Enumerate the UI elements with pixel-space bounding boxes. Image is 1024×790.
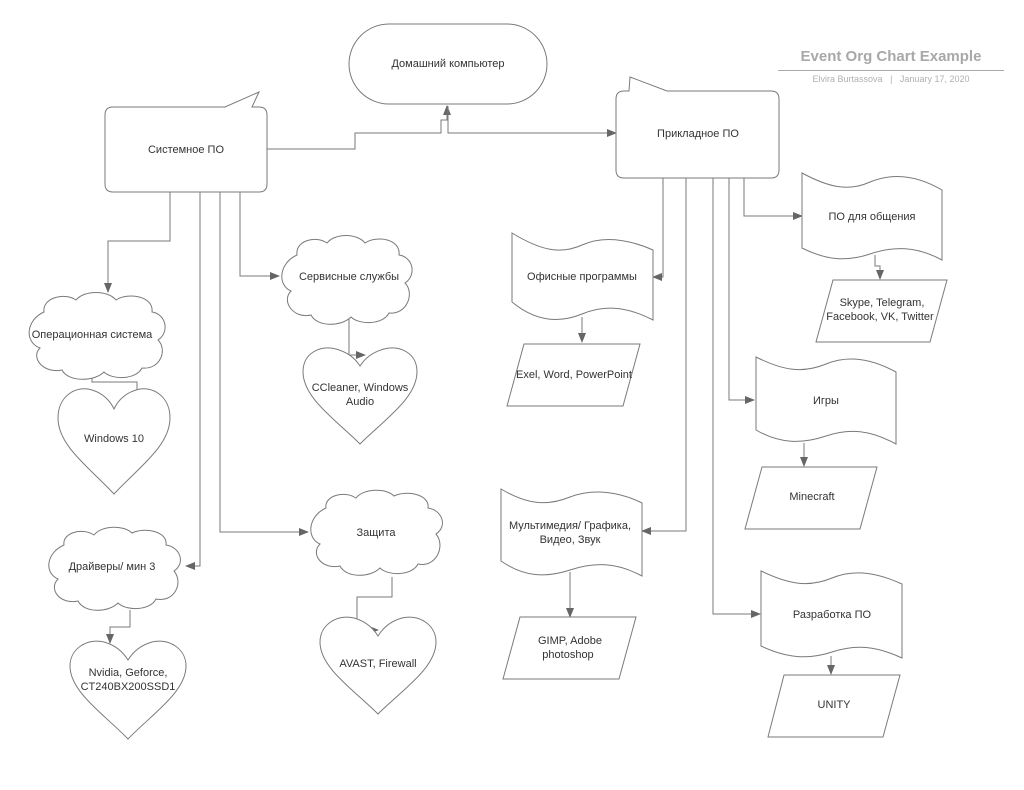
edge-system-to-drivers	[185, 192, 201, 570]
tape-shape	[801, 172, 943, 261]
terminator-shape	[348, 23, 548, 105]
edge-applied-to-comm	[743, 178, 803, 220]
callout-shape	[615, 76, 780, 179]
node-service-item[interactable]: CCleaner, Windows Audio	[302, 347, 418, 445]
node-label: Домашний компьютер	[391, 58, 504, 70]
heart-shape	[69, 640, 187, 740]
node-label: UNITY	[818, 699, 852, 711]
node-label: Minecraft	[789, 491, 834, 503]
node-games[interactable]: Игры	[755, 356, 897, 445]
node-drivers[interactable]: Драйверы/ мин 3	[48, 526, 181, 611]
diagram-title: Event Org Chart Example	[800, 48, 982, 65]
edge-root-to-applied	[447, 106, 617, 137]
node-label: Nvidia, Geforce,	[89, 667, 168, 679]
parallelogram-shape	[744, 466, 878, 530]
cloud-shape	[310, 489, 443, 576]
node-os-item[interactable]: Windows 10	[57, 388, 171, 495]
edge-drivers-to-item	[106, 610, 131, 644]
edge-system-to-protection	[219, 192, 309, 536]
node-label: Разработка ПО	[793, 609, 872, 621]
node-os[interactable]: Операционная система	[28, 292, 166, 380]
cloud-shape	[48, 526, 181, 611]
parallelogram-shape	[502, 616, 637, 680]
node-label: Видео, Звук	[540, 534, 601, 546]
node-label: CCleaner, Windows	[312, 382, 409, 394]
node-label: Skype, Telegram,	[840, 297, 925, 309]
parallelogram-shape	[767, 674, 901, 738]
node-label: photoshop	[542, 649, 593, 661]
tape-shape	[755, 356, 897, 445]
edge-applied-to-games	[728, 178, 755, 404]
connectors	[91, 105, 884, 675]
node-protection[interactable]: Защита	[310, 489, 443, 576]
title-divider	[778, 70, 1004, 71]
node-office-item[interactable]: Exel, Word, PowerPoint	[506, 343, 641, 407]
node-label: Мультимедия/ Графика,	[509, 520, 631, 532]
tape-shape	[511, 232, 654, 321]
heart-shape	[319, 616, 437, 715]
node-system-software[interactable]: Системное ПО	[104, 91, 268, 193]
edge-applied-to-multimedia	[641, 178, 687, 535]
edge-system-to-root	[267, 105, 451, 150]
diagram-date: January 17, 2020	[899, 74, 970, 84]
node-service[interactable]: Сервисные службы	[281, 235, 413, 325]
tape-shape	[760, 570, 903, 659]
edge-system-to-service	[239, 192, 280, 280]
callout-shape	[104, 91, 268, 193]
node-root[interactable]: Домашний компьютер	[348, 23, 548, 105]
node-label: Windows 10	[84, 433, 144, 445]
node-comm-item[interactable]: Skype, Telegram, Facebook, VK, Twitter	[815, 279, 948, 343]
diagram-subtitle: Elvira Burtassova | January 17, 2020	[778, 74, 1004, 84]
node-drivers-item[interactable]: Nvidia, Geforce, CT240BX200SSD1	[69, 640, 187, 740]
author-name: Elvira Burtassova	[812, 74, 883, 84]
edge-applied-to-dev	[712, 178, 761, 618]
subtitle-separator: |	[890, 74, 893, 84]
edge-system-to-os	[104, 192, 171, 293]
node-dev-item[interactable]: UNITY	[767, 674, 901, 738]
node-label: Прикладное ПО	[657, 128, 739, 140]
node-label: Сервисные службы	[299, 271, 399, 283]
cloud-shape	[28, 292, 166, 380]
node-label: Exel, Word, PowerPoint	[516, 369, 632, 381]
edge-comm-to-item	[874, 255, 884, 280]
node-label: CT240BX200SSD1	[81, 681, 176, 693]
node-games-item[interactable]: Minecraft	[744, 466, 878, 530]
node-label: AVAST, Firewall	[339, 658, 416, 670]
node-applied-software[interactable]: Прикладное ПО	[615, 76, 780, 179]
node-label: Драйверы/ мин 3	[69, 561, 156, 573]
parallelogram-shape	[506, 343, 641, 407]
node-label: Офисные программы	[527, 271, 637, 283]
heart-shape	[57, 388, 171, 495]
node-label: Facebook, VK, Twitter	[826, 311, 934, 323]
parallelogram-shape	[815, 279, 948, 343]
node-label: Audio	[346, 396, 374, 408]
node-label: GIMP, Adobe	[538, 635, 602, 647]
node-dev[interactable]: Разработка ПО	[760, 570, 903, 659]
node-comm[interactable]: ПО для общения	[801, 172, 943, 261]
node-multimedia[interactable]: Мультимедия/ Графика, Видео, Звук	[500, 488, 643, 577]
tape-shape	[500, 488, 643, 577]
node-office[interactable]: Офисные программы	[511, 232, 654, 321]
node-protection-item[interactable]: AVAST, Firewall	[319, 616, 437, 715]
node-label: Операционная система	[32, 329, 153, 341]
cloud-shape	[281, 235, 413, 325]
node-label: ПО для общения	[828, 211, 915, 223]
node-label: Игры	[813, 395, 839, 407]
heart-shape	[302, 347, 418, 445]
node-multimedia-item[interactable]: GIMP, Adobe photoshop	[502, 616, 637, 680]
node-label: Защита	[357, 527, 397, 539]
node-label: Системное ПО	[148, 144, 224, 156]
edge-applied-to-office	[652, 178, 664, 281]
